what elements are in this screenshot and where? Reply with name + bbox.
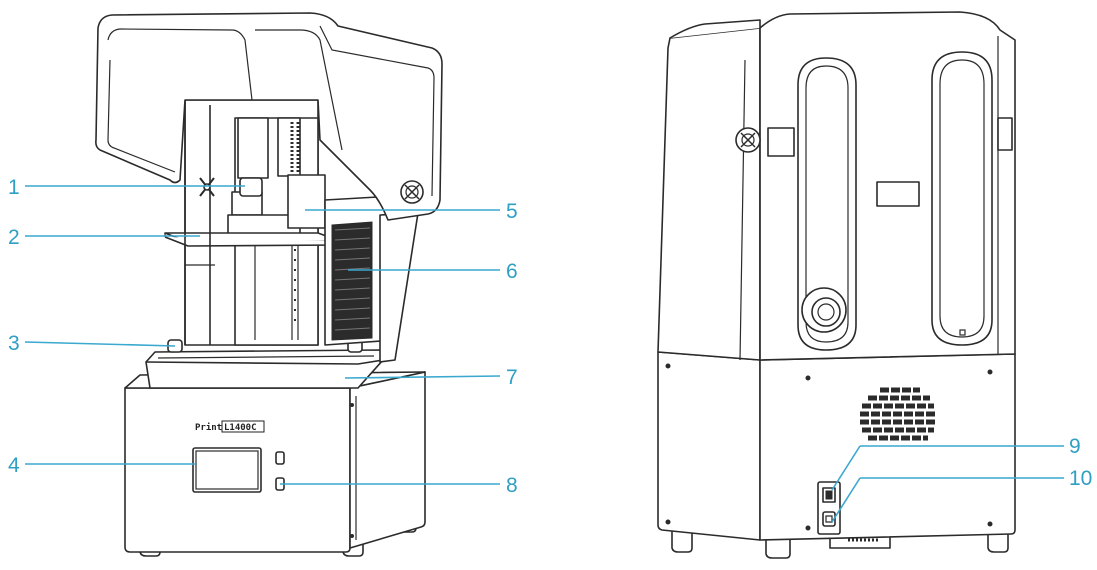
back-window-right — [931, 51, 993, 346]
front-base-housing — [124, 371, 426, 553]
back-view: 9 10 — [657, 11, 1092, 559]
vent-grille — [860, 387, 936, 441]
brand-text: Print — [195, 422, 222, 433]
callout-5: 5 — [506, 200, 518, 223]
uv-lid — [95, 12, 443, 221]
side-wall — [184, 100, 211, 345]
touch-screen — [192, 447, 262, 493]
back-window-left — [797, 57, 857, 351]
back-callouts: 9 10 — [831, 435, 1092, 523]
callout-7: 7 — [506, 366, 518, 389]
callout-6: 6 — [506, 260, 518, 283]
model-text: L1400C — [224, 423, 257, 433]
build-plate-carriage — [227, 174, 326, 235]
side-button-top — [275, 451, 285, 465]
resin-vat — [145, 339, 384, 389]
callout-10: 10 — [1069, 467, 1092, 490]
rear-label — [876, 181, 920, 207]
build-plate — [164, 232, 341, 247]
callout-9: 9 — [1069, 435, 1081, 458]
callout-3: 3 — [8, 332, 20, 355]
linear-rail — [324, 195, 419, 363]
front-view: Print L1400C — [8, 12, 518, 557]
callout-8: 8 — [506, 474, 518, 497]
brand-label: Print L1400C — [195, 420, 265, 433]
front-callouts: 1 2 3 4 5 6 7 8 — [8, 176, 518, 497]
callout-1: 1 — [8, 176, 20, 199]
callout-2: 2 — [8, 226, 20, 249]
callout-4: 4 — [8, 454, 20, 477]
